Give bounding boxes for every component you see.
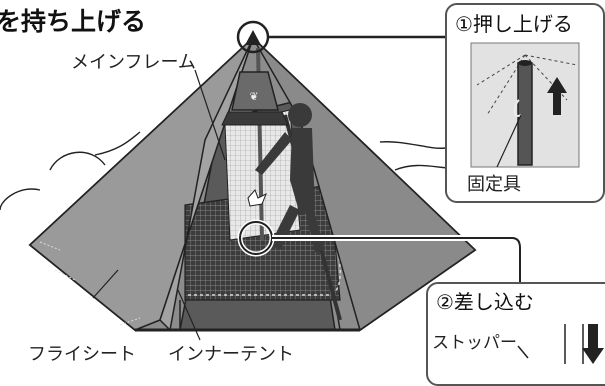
logo-leaf-icon: ❦ [249,90,258,103]
tent-illustration: ❦ [0,20,523,341]
up-arrow-icon [547,77,567,115]
label-fixture: 固定具 [467,174,521,195]
step1-inset [470,42,580,168]
guy-rope [0,188,41,211]
guy-rope [94,131,141,156]
label-inner-tent: インナーテント [168,344,294,365]
down-arrow-icon [582,324,604,364]
step1-panel: ①押し上げる 固定具 [445,3,605,203]
step2-title: ②差し込む [436,290,534,314]
label-main-frame: メインフレーム [71,52,196,73]
step2-inset [517,324,604,364]
label-fly-sheet: フライシート [28,344,136,365]
label-stopper: ストッパー [432,333,517,353]
step2-panel: ②差し込む ストッパー [426,282,605,386]
step1-title: ①押し上げる [455,12,573,36]
page-title: を持ち上げる [0,7,147,36]
guy-rope [379,141,446,149]
guy-rope [49,151,106,171]
